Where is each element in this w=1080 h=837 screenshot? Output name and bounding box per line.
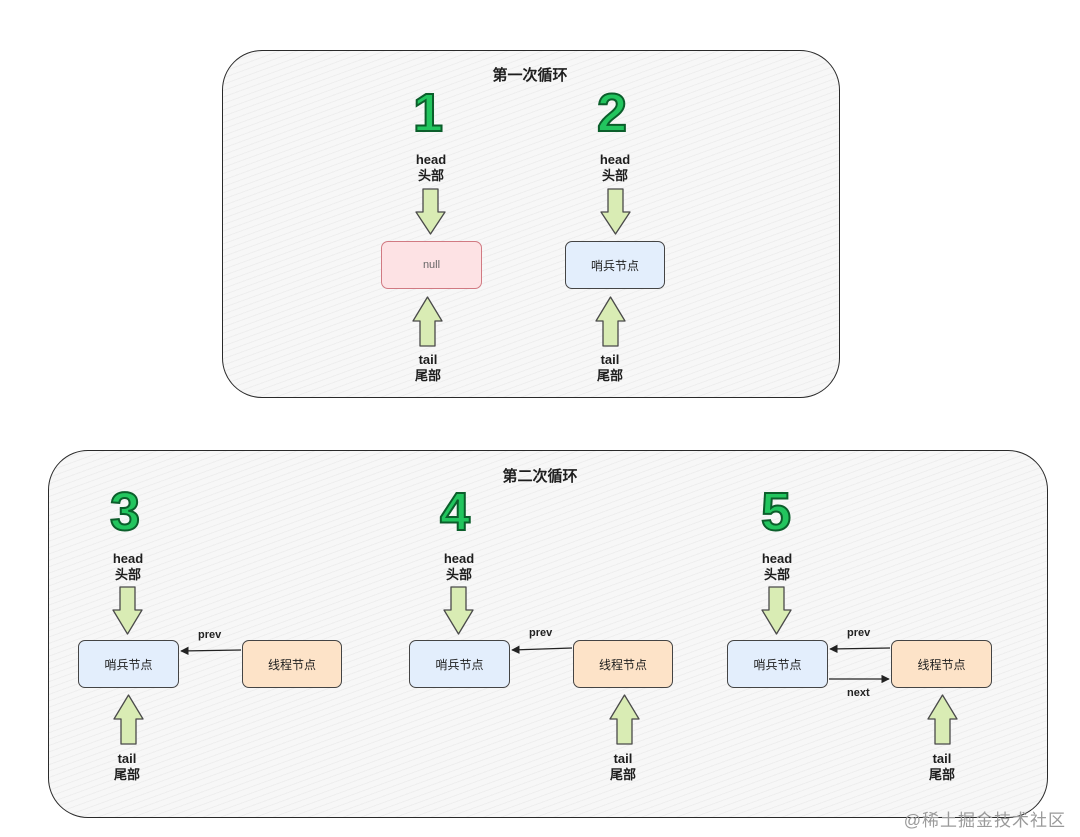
prev-pointer-label: prev <box>847 627 871 639</box>
null-node: null <box>381 241 482 289</box>
step-number-5: 5 <box>760 482 792 542</box>
prev-pointer-label: prev <box>198 629 222 641</box>
sentinel-node: 哨兵节点 <box>78 640 179 688</box>
step-number-3: 3 <box>109 482 141 542</box>
thread-node: 线程节点 <box>573 640 673 688</box>
step-number-1: 1 <box>412 83 444 143</box>
watermark: @稀土掘金技术社区 <box>903 811 1066 830</box>
tail-label-en: tail <box>932 751 952 766</box>
tail-label-zh: 尾部 <box>113 767 141 782</box>
step-number-2: 2 <box>596 83 628 143</box>
tail-label-zh: 尾部 <box>609 767 637 782</box>
tail-label-zh: 尾部 <box>928 767 956 782</box>
head-label-zh: 头部 <box>114 567 141 582</box>
sentinel-node: 哨兵节点 <box>565 241 665 289</box>
thread-node: 线程节点 <box>891 640 992 688</box>
sentinel-node: 哨兵节点 <box>727 640 828 688</box>
head-label-zh: 头部 <box>417 168 444 183</box>
sentinel-node: 哨兵节点 <box>409 640 510 688</box>
step-number-4: 4 <box>439 482 471 542</box>
head-label-en: head <box>599 152 631 167</box>
head-label-zh: 头部 <box>601 168 628 183</box>
tail-label-zh: 尾部 <box>414 368 442 383</box>
head-label-en: head <box>761 551 793 566</box>
first-loop-panel <box>222 50 840 398</box>
head-label-en: head <box>415 152 447 167</box>
second-loop-panel <box>48 450 1048 818</box>
second-loop-title: 第二次循环 <box>502 468 578 485</box>
tail-label-en: tail <box>613 751 633 766</box>
tail-label-zh: 尾部 <box>596 368 624 383</box>
tail-label-en: tail <box>418 352 438 367</box>
next-pointer-label: next <box>847 687 870 699</box>
prev-pointer-label: prev <box>529 627 553 639</box>
tail-label-en: tail <box>117 751 137 766</box>
head-label-en: head <box>443 551 475 566</box>
first-loop-title: 第一次循环 <box>492 67 568 84</box>
head-label-zh: 头部 <box>763 567 790 582</box>
head-label-en: head <box>112 551 144 566</box>
thread-node: 线程节点 <box>242 640 342 688</box>
head-label-zh: 头部 <box>445 567 472 582</box>
tail-label-en: tail <box>600 352 620 367</box>
